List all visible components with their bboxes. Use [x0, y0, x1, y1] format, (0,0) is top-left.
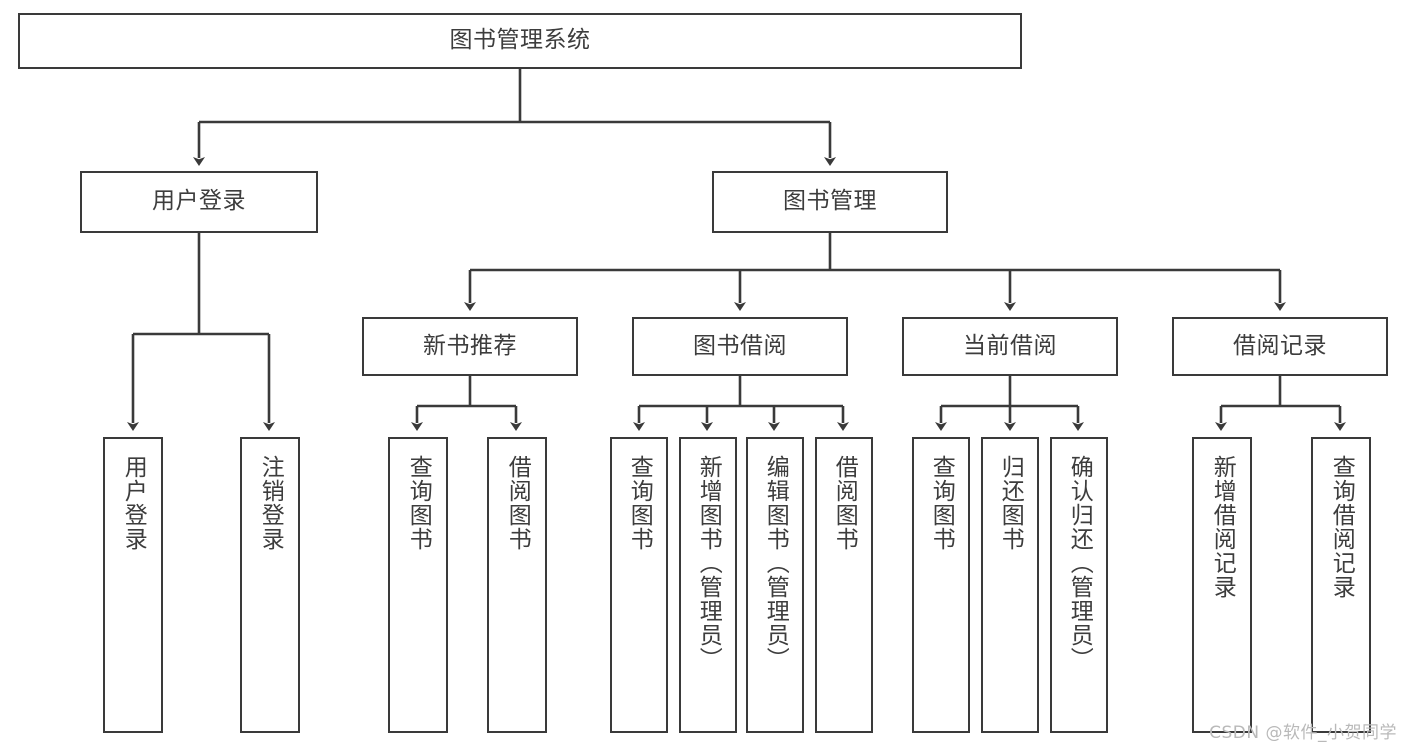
- node-label: 借阅图书: [504, 455, 531, 551]
- csdn-watermark: CSDN @软件_小贺同学: [1209, 723, 1397, 743]
- node-label: 查询图书: [405, 455, 432, 551]
- leaf-borrow-records-add-record[interactable]: 新增借阅记录: [1192, 437, 1252, 733]
- node-label: 注销登录: [257, 455, 284, 551]
- node-label: 图书管理系统: [449, 27, 591, 54]
- node-label: 编辑图书（管理员）: [762, 455, 789, 671]
- node-label: 新增借阅记录: [1209, 455, 1236, 599]
- node-label: 查询图书: [626, 455, 653, 551]
- node-new-book-recommend[interactable]: 新书推荐: [362, 317, 578, 376]
- leaf-new-book-borrow-book[interactable]: 借阅图书: [487, 437, 547, 733]
- leaf-borrow-records-query-record[interactable]: 查询借阅记录: [1311, 437, 1371, 733]
- leaf-book-borrow-borrow-book[interactable]: 借阅图书: [815, 437, 873, 733]
- node-label: 当前借阅: [963, 332, 1057, 359]
- leaf-user-login-login[interactable]: 用户登录: [103, 437, 163, 733]
- node-label: 确认归还（管理员）: [1066, 455, 1093, 671]
- leaf-book-borrow-add-book-admin[interactable]: 新增图书（管理员）: [679, 437, 737, 733]
- node-current-borrow[interactable]: 当前借阅: [902, 317, 1118, 376]
- node-label: 用户登录: [120, 455, 147, 551]
- node-book-borrow[interactable]: 图书借阅: [632, 317, 848, 376]
- leaf-new-book-query-book[interactable]: 查询图书: [388, 437, 448, 733]
- leaf-current-borrow-query-book[interactable]: 查询图书: [912, 437, 970, 733]
- node-label: 借阅图书: [831, 455, 858, 551]
- leaf-book-borrow-query-book[interactable]: 查询图书: [610, 437, 668, 733]
- node-label: 借阅记录: [1233, 332, 1327, 359]
- leaf-book-borrow-edit-book-admin[interactable]: 编辑图书（管理员）: [746, 437, 804, 733]
- node-label: 用户登录: [152, 188, 246, 215]
- node-label: 查询图书: [928, 455, 955, 551]
- node-label: 图书借阅: [693, 332, 787, 359]
- node-label: 新增图书（管理员）: [695, 455, 722, 671]
- node-book-management[interactable]: 图书管理: [712, 171, 948, 233]
- node-borrow-records[interactable]: 借阅记录: [1172, 317, 1388, 376]
- leaf-current-borrow-return-book[interactable]: 归还图书: [981, 437, 1039, 733]
- leaf-current-borrow-confirm-return-admin[interactable]: 确认归还（管理员）: [1050, 437, 1108, 733]
- node-root-book-management-system[interactable]: 图书管理系统: [18, 13, 1022, 69]
- leaf-user-login-logout[interactable]: 注销登录: [240, 437, 300, 733]
- node-user-login[interactable]: 用户登录: [80, 171, 318, 233]
- node-label: 查询借阅记录: [1328, 455, 1355, 599]
- node-label: 新书推荐: [423, 332, 517, 359]
- node-label: 图书管理: [783, 188, 877, 215]
- node-label: 归还图书: [997, 455, 1024, 551]
